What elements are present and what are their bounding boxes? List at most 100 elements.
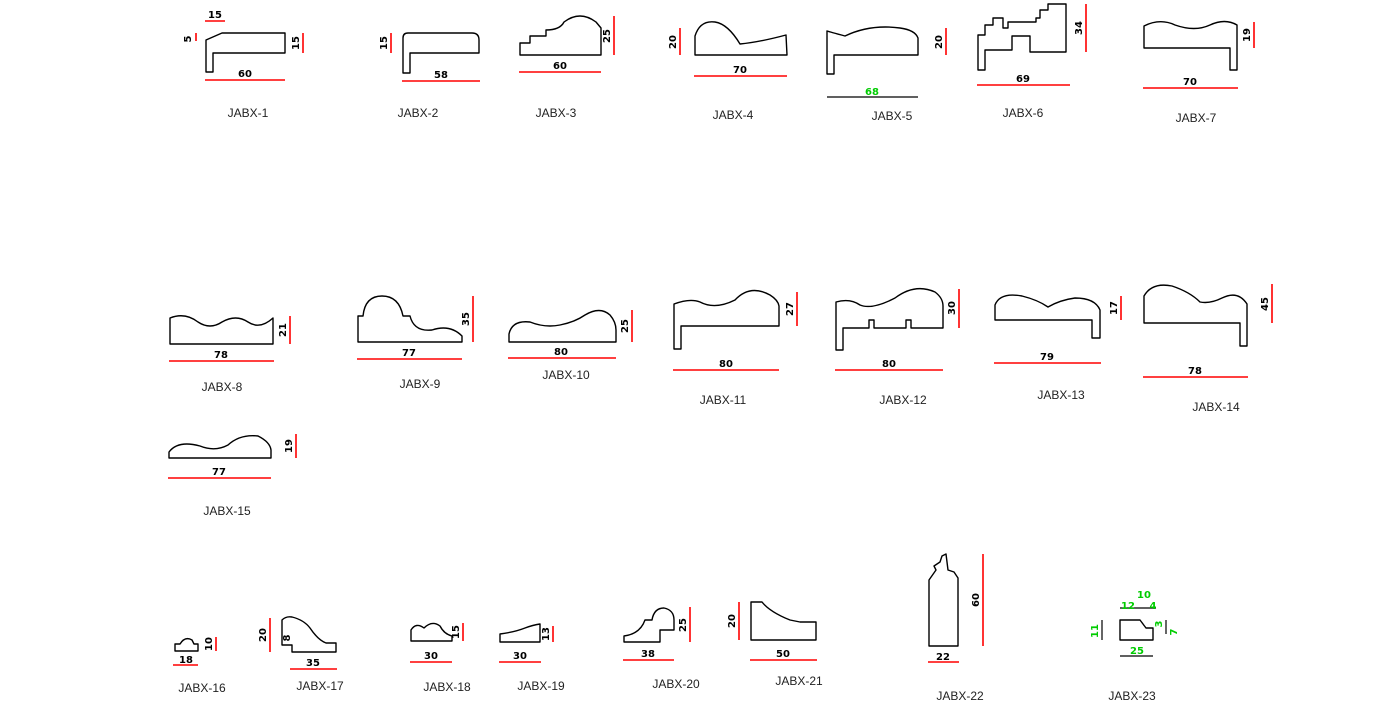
dim-label: 10 — [1137, 590, 1151, 601]
dim-label: 27 — [785, 302, 796, 316]
profile-jabx-23: 10 12 4 11 3 7 25 JABX-23 — [1090, 590, 1180, 703]
dim-label: 80 — [554, 347, 568, 358]
profile-label: JABX-23 — [1108, 689, 1156, 703]
profile-jabx-18: 15 30 JABX-18 — [410, 622, 471, 694]
dim-label: 4 — [1150, 601, 1157, 612]
profile-label: JABX-6 — [1003, 106, 1044, 120]
profile-label: JABX-12 — [879, 393, 927, 407]
profile-outline — [174, 637, 199, 652]
dim-label: 77 — [212, 467, 226, 478]
profile-jabx-21: 20 50 JABX-21 — [727, 601, 823, 688]
profile-jabx-3: 25 60 JABX-3 — [519, 15, 615, 120]
profile-outline — [402, 32, 480, 74]
profile-jabx-15: 19 77 JABX-15 — [168, 434, 297, 518]
profile-outline — [499, 623, 541, 643]
profile-outline — [281, 616, 337, 653]
profile-jabx-10: 25 80 JABX-10 — [508, 309, 633, 382]
profile-outline — [928, 553, 959, 647]
profile-jabx-14: 45 78 JABX-14 — [1143, 284, 1273, 414]
profile-outline — [519, 15, 602, 56]
profile-jabx-13: 17 79 JABX-13 — [994, 294, 1122, 402]
profile-label: JABX-19 — [517, 679, 565, 693]
dim-label: 45 — [1260, 297, 1271, 311]
dim-label: 10 — [204, 637, 215, 651]
dim-label: 19 — [284, 439, 295, 453]
profile-jabx-7: 19 70 JABX-7 — [1143, 20, 1255, 125]
dim-label: 78 — [214, 350, 228, 361]
profile-label: JABX-17 — [296, 679, 344, 693]
profile-label: JABX-10 — [542, 368, 590, 382]
profile-label: JABX-3 — [536, 106, 577, 120]
profile-outline — [205, 32, 286, 73]
dim-label: 25 — [678, 618, 689, 632]
profile-label: JABX-14 — [1192, 400, 1240, 414]
dim-label: 17 — [1109, 301, 1120, 315]
dim-label: 30 — [513, 651, 527, 662]
profile-outline — [826, 26, 919, 75]
profile-jabx-11: 27 80 JABX-11 — [673, 289, 798, 407]
profile-outline — [168, 435, 272, 459]
dim-label: 7 — [1169, 628, 1180, 635]
dim-label: 58 — [434, 70, 448, 81]
profile-label: JABX-1 — [228, 106, 269, 120]
profile-jabx-17: 20 8 35 JABX-17 — [258, 616, 344, 693]
profile-outline — [835, 287, 944, 351]
profile-outline — [1143, 284, 1248, 347]
profile-label: JABX-22 — [936, 689, 984, 703]
dim-label: 15 — [451, 625, 462, 639]
dim-label: 15 — [291, 36, 302, 50]
profile-outline — [994, 294, 1101, 339]
profile-jabx-1: 15 5 15 60 JABX-1 — [183, 10, 304, 120]
dim-label: 5 — [183, 35, 194, 42]
profile-outline — [750, 601, 817, 641]
dim-label: 11 — [1090, 624, 1101, 638]
profile-label: JABX-20 — [652, 677, 700, 691]
profile-label: JABX-8 — [202, 380, 243, 394]
dim-label: 18 — [179, 655, 193, 666]
dim-label: 25 — [1130, 646, 1144, 657]
dim-label: 13 — [541, 627, 552, 641]
dim-label: 15 — [379, 36, 390, 50]
dim-label: 70 — [1183, 77, 1197, 88]
profile-outline — [169, 315, 274, 345]
dim-label: 50 — [776, 649, 790, 660]
dim-label: 34 — [1074, 21, 1085, 35]
profile-label: JABX-4 — [713, 108, 754, 122]
profile-outline — [623, 607, 675, 643]
profile-outline — [1143, 20, 1238, 71]
profile-jabx-5: 20 68 JABX-5 — [826, 26, 947, 123]
dim-label: 20 — [258, 628, 269, 642]
profile-jabx-4: 20 70 JABX-4 — [668, 21, 788, 122]
dim-label: 68 — [865, 87, 879, 98]
profile-jabx-20: 25 38 JABX-20 — [623, 607, 700, 691]
profile-label: JABX-11 — [700, 393, 747, 407]
dim-label: 78 — [1188, 366, 1202, 377]
profile-jabx-6: 34 69 JABX-6 — [977, 3, 1087, 120]
dim-label: 30 — [424, 651, 438, 662]
profile-outline — [1119, 619, 1154, 641]
profile-outline — [410, 622, 453, 642]
dim-label: 3 — [1154, 620, 1165, 627]
profile-label: JABX-7 — [1176, 111, 1217, 125]
profile-jabx-12: 30 80 JABX-12 — [835, 287, 960, 407]
profile-jabx-16: 10 18 JABX-16 — [173, 637, 226, 695]
dim-label: 25 — [602, 29, 613, 43]
profile-outline — [508, 309, 617, 343]
dim-label: 38 — [641, 649, 655, 660]
dim-label: 60 — [553, 61, 567, 72]
profile-label: JABX-9 — [400, 377, 441, 391]
dim-label: 69 — [1016, 74, 1030, 85]
dim-label: 35 — [461, 312, 472, 326]
profile-label: JABX-15 — [203, 504, 251, 518]
profile-label: JABX-2 — [398, 106, 439, 120]
profile-jabx-8: 21 78 JABX-8 — [169, 315, 291, 394]
dim-label: 19 — [1242, 28, 1253, 42]
dim-label: 8 — [282, 634, 293, 641]
profile-jabx-22: 60 22 JABX-22 — [928, 553, 984, 703]
dim-label: 35 — [306, 658, 320, 669]
dim-label: 30 — [947, 301, 958, 315]
dim-label: 80 — [882, 359, 896, 370]
dim-label: 79 — [1040, 352, 1054, 363]
dim-label: 20 — [934, 35, 945, 49]
profile-label: JABX-5 — [872, 109, 913, 123]
